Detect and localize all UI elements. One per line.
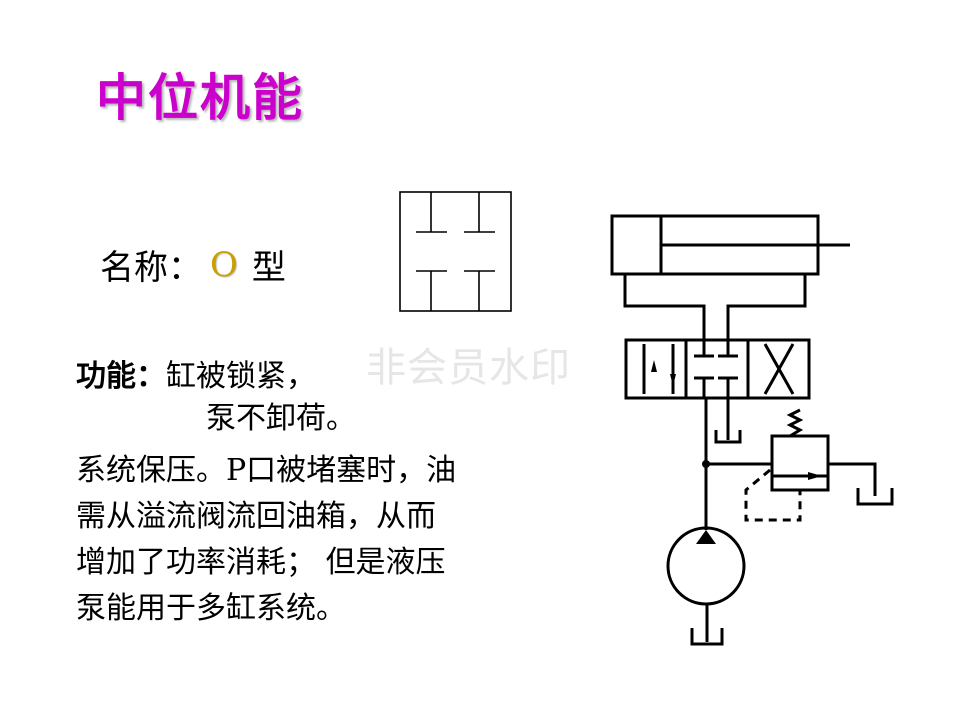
description-line: 泵能用于多缸系统。 [76,591,346,626]
function-label: 功能： [76,359,166,394]
function-line-2: 泵不卸荷。 [206,401,356,436]
name-suffix: 型 [251,248,286,288]
tank-icon [856,488,894,506]
description-text: 系统保压。P口被堵塞时，油 需从溢流阀流回油箱，从而 增加了功率消耗； 但是液压… [76,448,546,632]
slide-title: 中位机能 [96,69,304,127]
name-label: 名称： [100,248,202,288]
description-line: 系统保压。P口被堵塞时，油 [76,453,457,488]
tank-icon [714,430,742,444]
valve-type-name: 名称： O 型 [100,240,286,289]
cylinder-icon [610,214,850,276]
o-type-symbol-icon [399,191,512,312]
tank-icon [690,628,724,646]
relief-valve-icon [770,408,830,492]
name-value: O [210,244,238,285]
function-text: 功能：缸被锁紧， 泵不卸荷。 [76,356,356,440]
description-line: 需从溢流阀流回油箱，从而 [76,499,436,534]
hydraulic-circuit-diagram [610,214,894,646]
description-line: 增加了功率消耗； 但是液压 [76,545,446,580]
watermark: 非会员水印 [366,345,571,391]
function-line-1: 缸被锁紧， [166,359,316,394]
